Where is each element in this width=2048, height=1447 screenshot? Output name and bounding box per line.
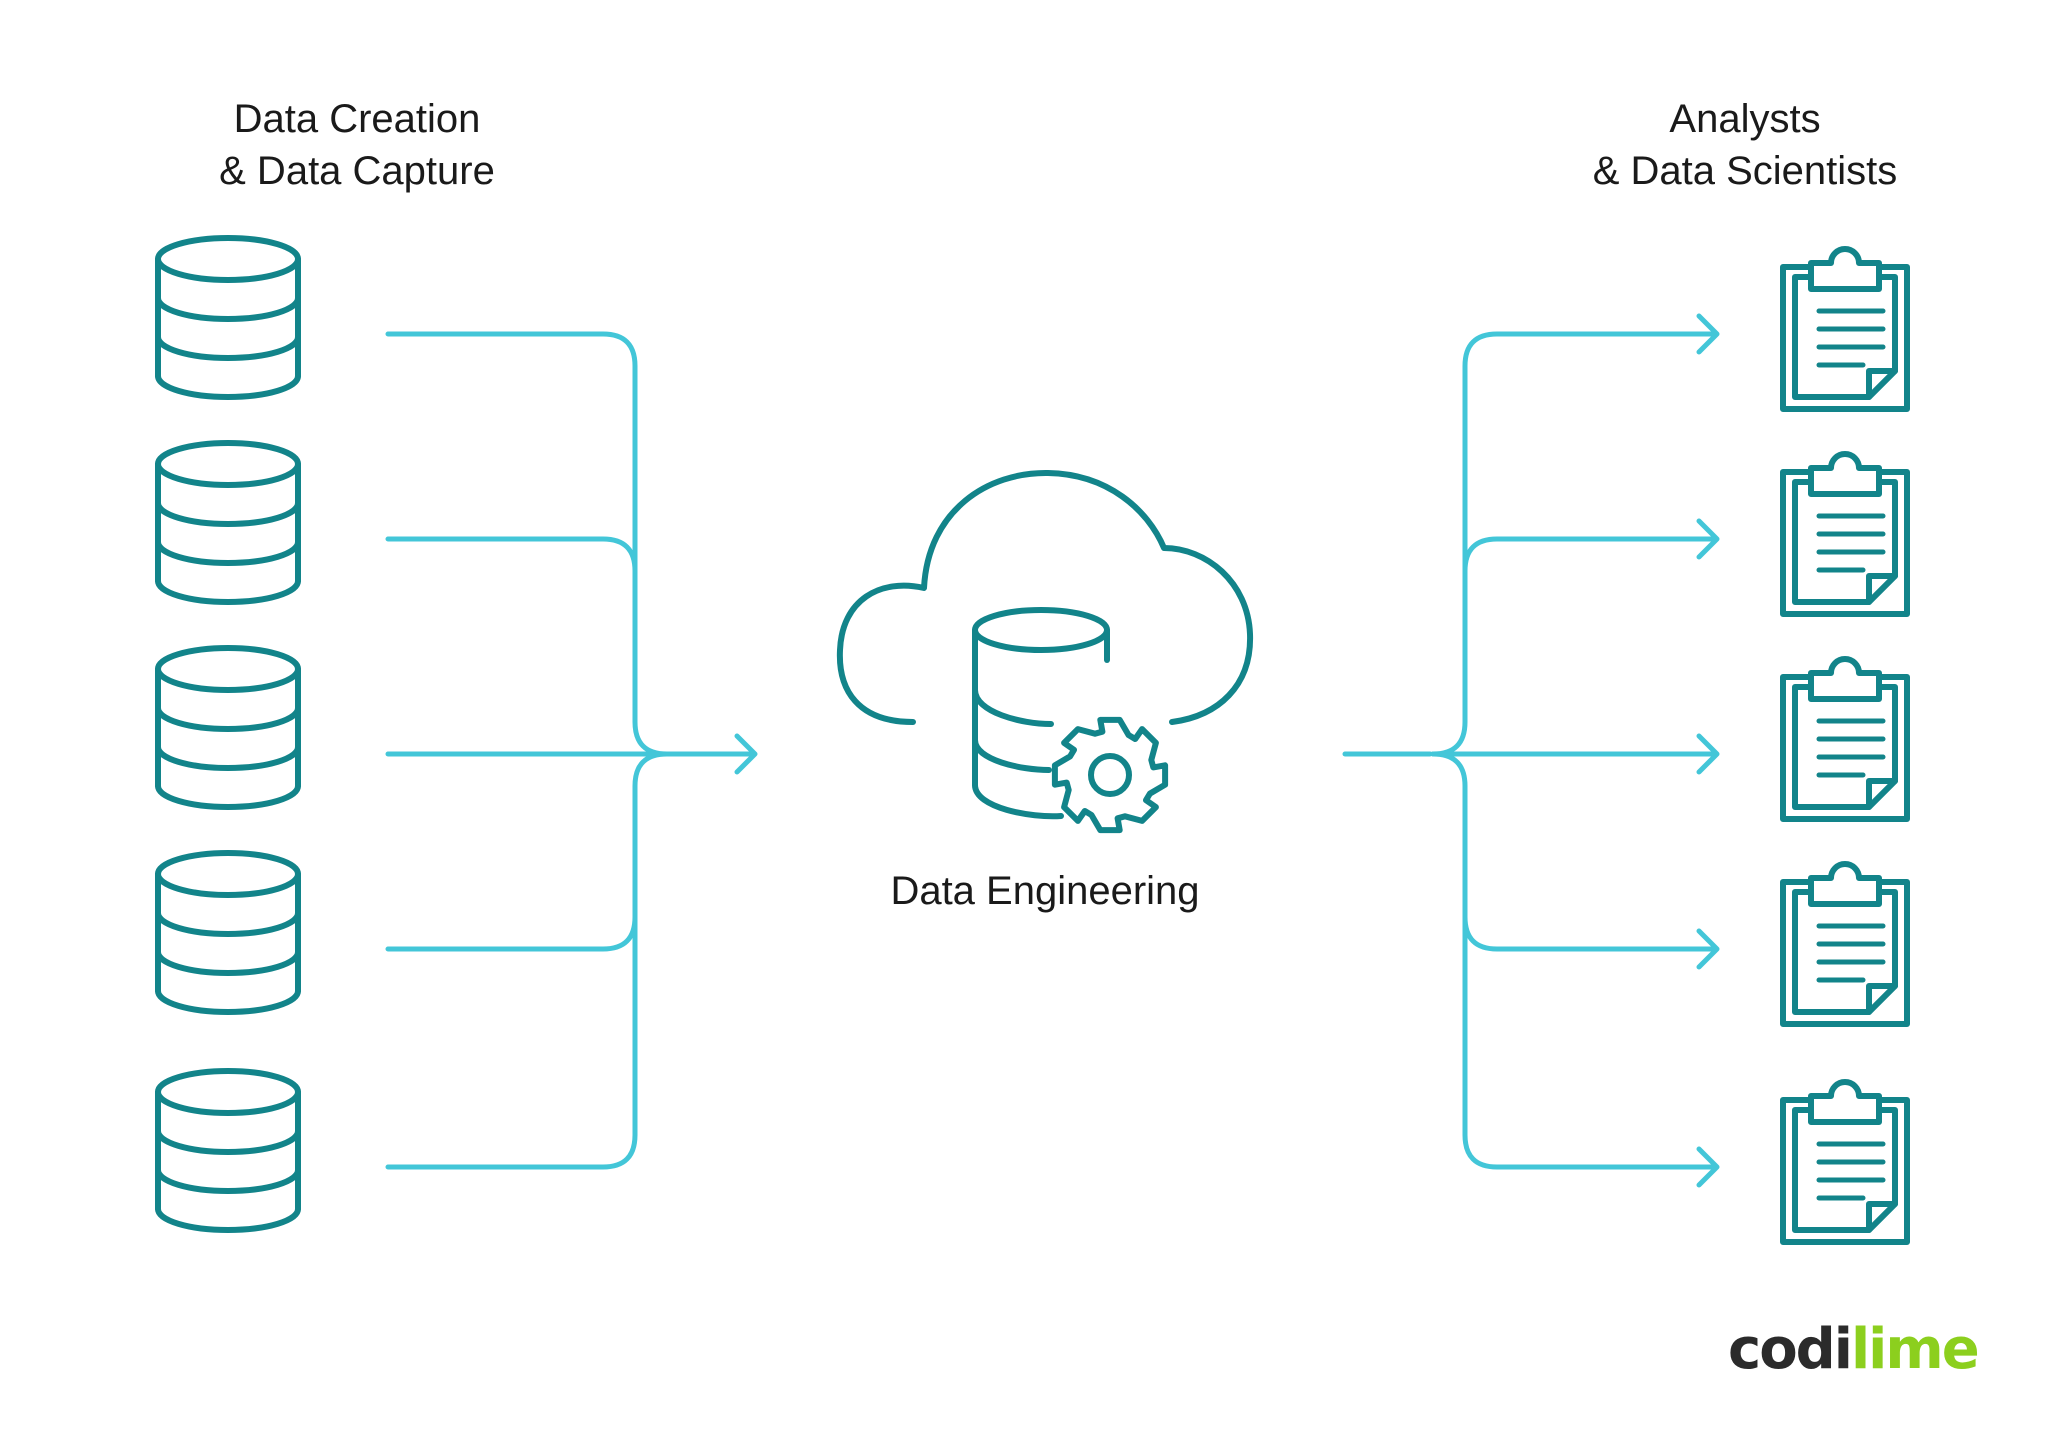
clipboard-report-icon — [1780, 656, 1910, 822]
connector-line — [385, 914, 638, 952]
source-heading-line1: Data Creation — [233, 97, 481, 141]
database-icon — [155, 850, 301, 1015]
connector-line — [1430, 331, 1718, 757]
clipboard-report-icon — [1780, 246, 1910, 412]
connector-line — [385, 331, 670, 757]
clipboard-report-icon — [1780, 861, 1910, 1027]
gear-hub — [1088, 753, 1132, 797]
database-icon — [155, 235, 301, 400]
connector-line — [1430, 751, 1718, 1170]
source-heading-line2: & Data Capture — [219, 149, 495, 193]
logo-text-main: codi — [1728, 1317, 1853, 1382]
consumer-heading: Analysts & Data Scientists — [1545, 93, 1945, 197]
arrow-head — [1696, 928, 1720, 970]
arrow-head — [734, 733, 758, 775]
database-icon — [155, 440, 301, 605]
connector-line — [1462, 536, 1718, 574]
database-top — [972, 607, 1110, 653]
database-icon — [155, 645, 301, 810]
source-databases — [155, 235, 301, 1233]
database-icon — [155, 1068, 301, 1233]
report-clipboards — [1780, 246, 1910, 1245]
source-heading: Data Creation & Data Capture — [157, 93, 557, 197]
arrow-head — [1696, 313, 1720, 355]
connector-line — [1462, 914, 1718, 952]
cloud-outline — [836, 469, 1254, 725]
clipboard-report-icon — [1780, 451, 1910, 617]
gear-icon — [1051, 716, 1169, 834]
codilime-logo: codilime — [1728, 1317, 1980, 1382]
clipboard-report-icon — [1780, 1079, 1910, 1245]
outbound-connectors — [1342, 313, 1720, 1188]
connector-line — [385, 536, 638, 574]
arrow-head — [1696, 518, 1720, 560]
logo-text-accent: lime — [1850, 1317, 1980, 1382]
arrow-head — [1696, 733, 1720, 775]
data-engineering-label: Data Engineering — [890, 869, 1200, 913]
inbound-connectors — [385, 331, 758, 1170]
connector-line — [385, 751, 670, 1170]
consumer-heading-line1: Analysts — [1669, 97, 1821, 141]
arrow-head — [1696, 1146, 1720, 1188]
consumer-heading-line2: & Data Scientists — [1592, 149, 1898, 193]
cloud-database-gear-icon — [836, 469, 1254, 834]
